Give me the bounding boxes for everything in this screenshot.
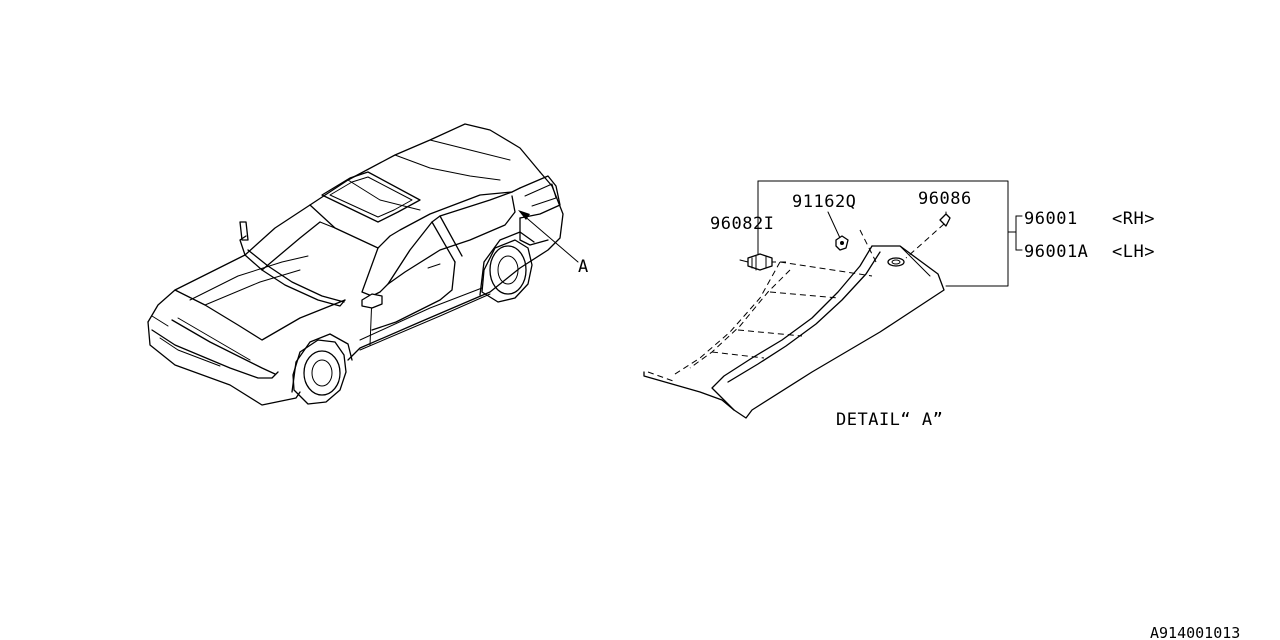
part-number-96082I: 96082I	[710, 214, 774, 234]
detail-caption: DETAIL“ A”	[836, 410, 943, 430]
part-number-91162Q: 91162Q	[792, 192, 856, 212]
part-number-96086: 96086	[918, 189, 972, 209]
diagram-code: A914001013	[1150, 624, 1240, 640]
part-labels: 96082I 91162Q 96086 96001 <RH> 96001A <L…	[710, 189, 1155, 262]
part-number-96001A: 96001A	[1024, 242, 1088, 262]
part-number-96001: 96001	[1024, 209, 1078, 229]
detail-marker-label: A	[578, 257, 589, 277]
detail-a-leader	[518, 210, 579, 263]
car-illustration	[147, 123, 564, 406]
part-side-rh: <RH>	[1112, 209, 1155, 229]
part-side-lh: <LH>	[1112, 242, 1155, 262]
detail-a-part	[643, 180, 1023, 419]
